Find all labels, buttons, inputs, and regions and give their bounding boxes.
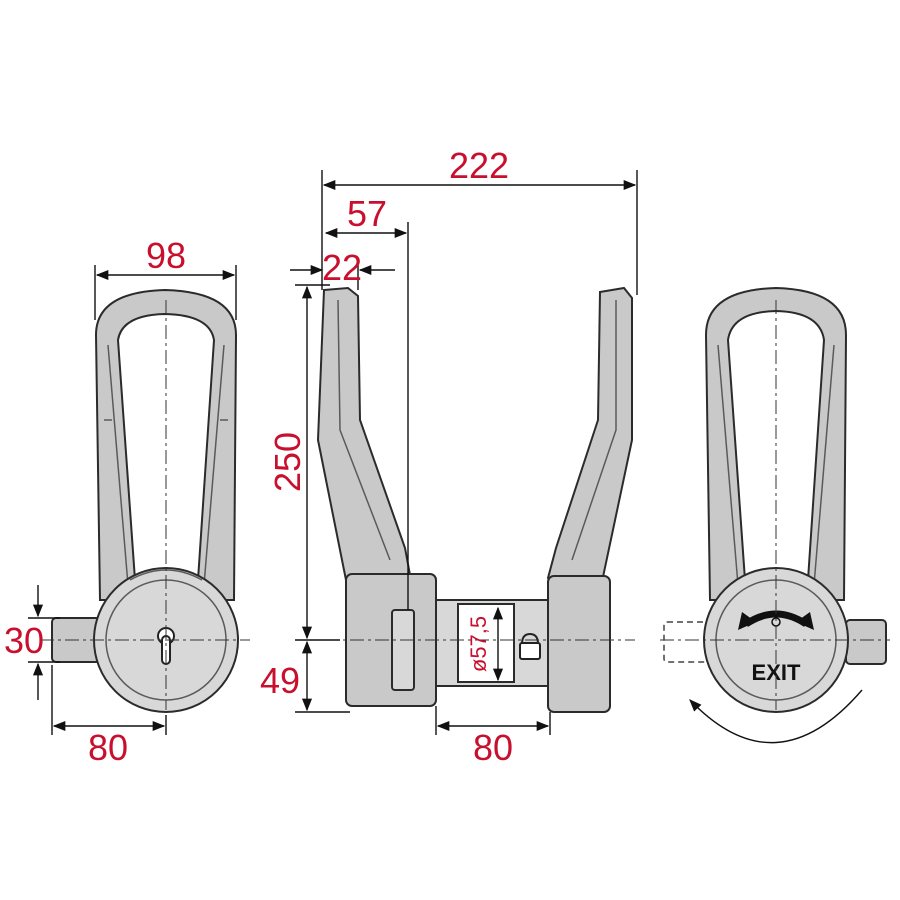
side-boss-right <box>547 575 611 713</box>
rose-exit-side <box>703 567 849 713</box>
dim-inner-offset: 57 <box>347 193 387 234</box>
dim-front-width: 98 <box>146 235 186 276</box>
dim-rose-diameter: ø57,5 <box>466 616 491 672</box>
dim-grip-thickness: 22 <box>322 247 362 288</box>
padlock-icon <box>519 632 541 660</box>
spindle-stub-right <box>845 619 887 665</box>
swing-arc <box>689 689 863 744</box>
front-view-key-side: 98 30 80 <box>4 235 250 768</box>
side-lever-left <box>316 286 412 612</box>
front-view-exit-side: EXIT <box>660 286 890 744</box>
side-lever-right <box>546 286 633 612</box>
dim-side-projection: 80 <box>473 727 513 768</box>
rotation-arrow-icon <box>738 610 814 630</box>
dim-spindle-height: 30 <box>4 620 44 661</box>
dim-height: 250 <box>267 432 308 492</box>
side-view: 222 57 22 250 49 ø57,5 80 <box>260 145 638 768</box>
dim-front-projection: 80 <box>88 727 128 768</box>
dim-base-height: 49 <box>260 660 300 701</box>
dim-overall-width: 222 <box>449 145 509 186</box>
